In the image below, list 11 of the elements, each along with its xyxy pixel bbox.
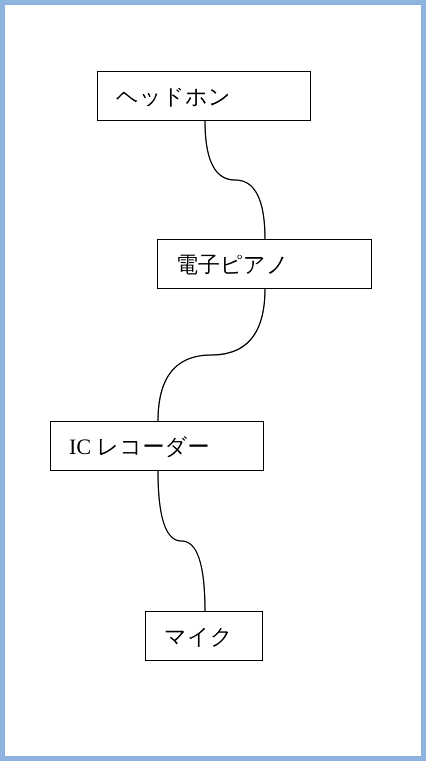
label-box	[157, 239, 372, 289]
label-box	[145, 611, 263, 661]
box-label: IC レコーダー	[69, 432, 210, 460]
connector-line	[157, 471, 206, 611]
connector-line	[157, 288, 266, 422]
box-label: ヘッドホン	[116, 82, 231, 110]
label-box	[97, 71, 311, 121]
box-label: マイク	[164, 622, 233, 650]
connector-line	[204, 120, 266, 240]
label-box	[50, 421, 264, 471]
box-label: 電子ピアノ	[176, 250, 289, 278]
